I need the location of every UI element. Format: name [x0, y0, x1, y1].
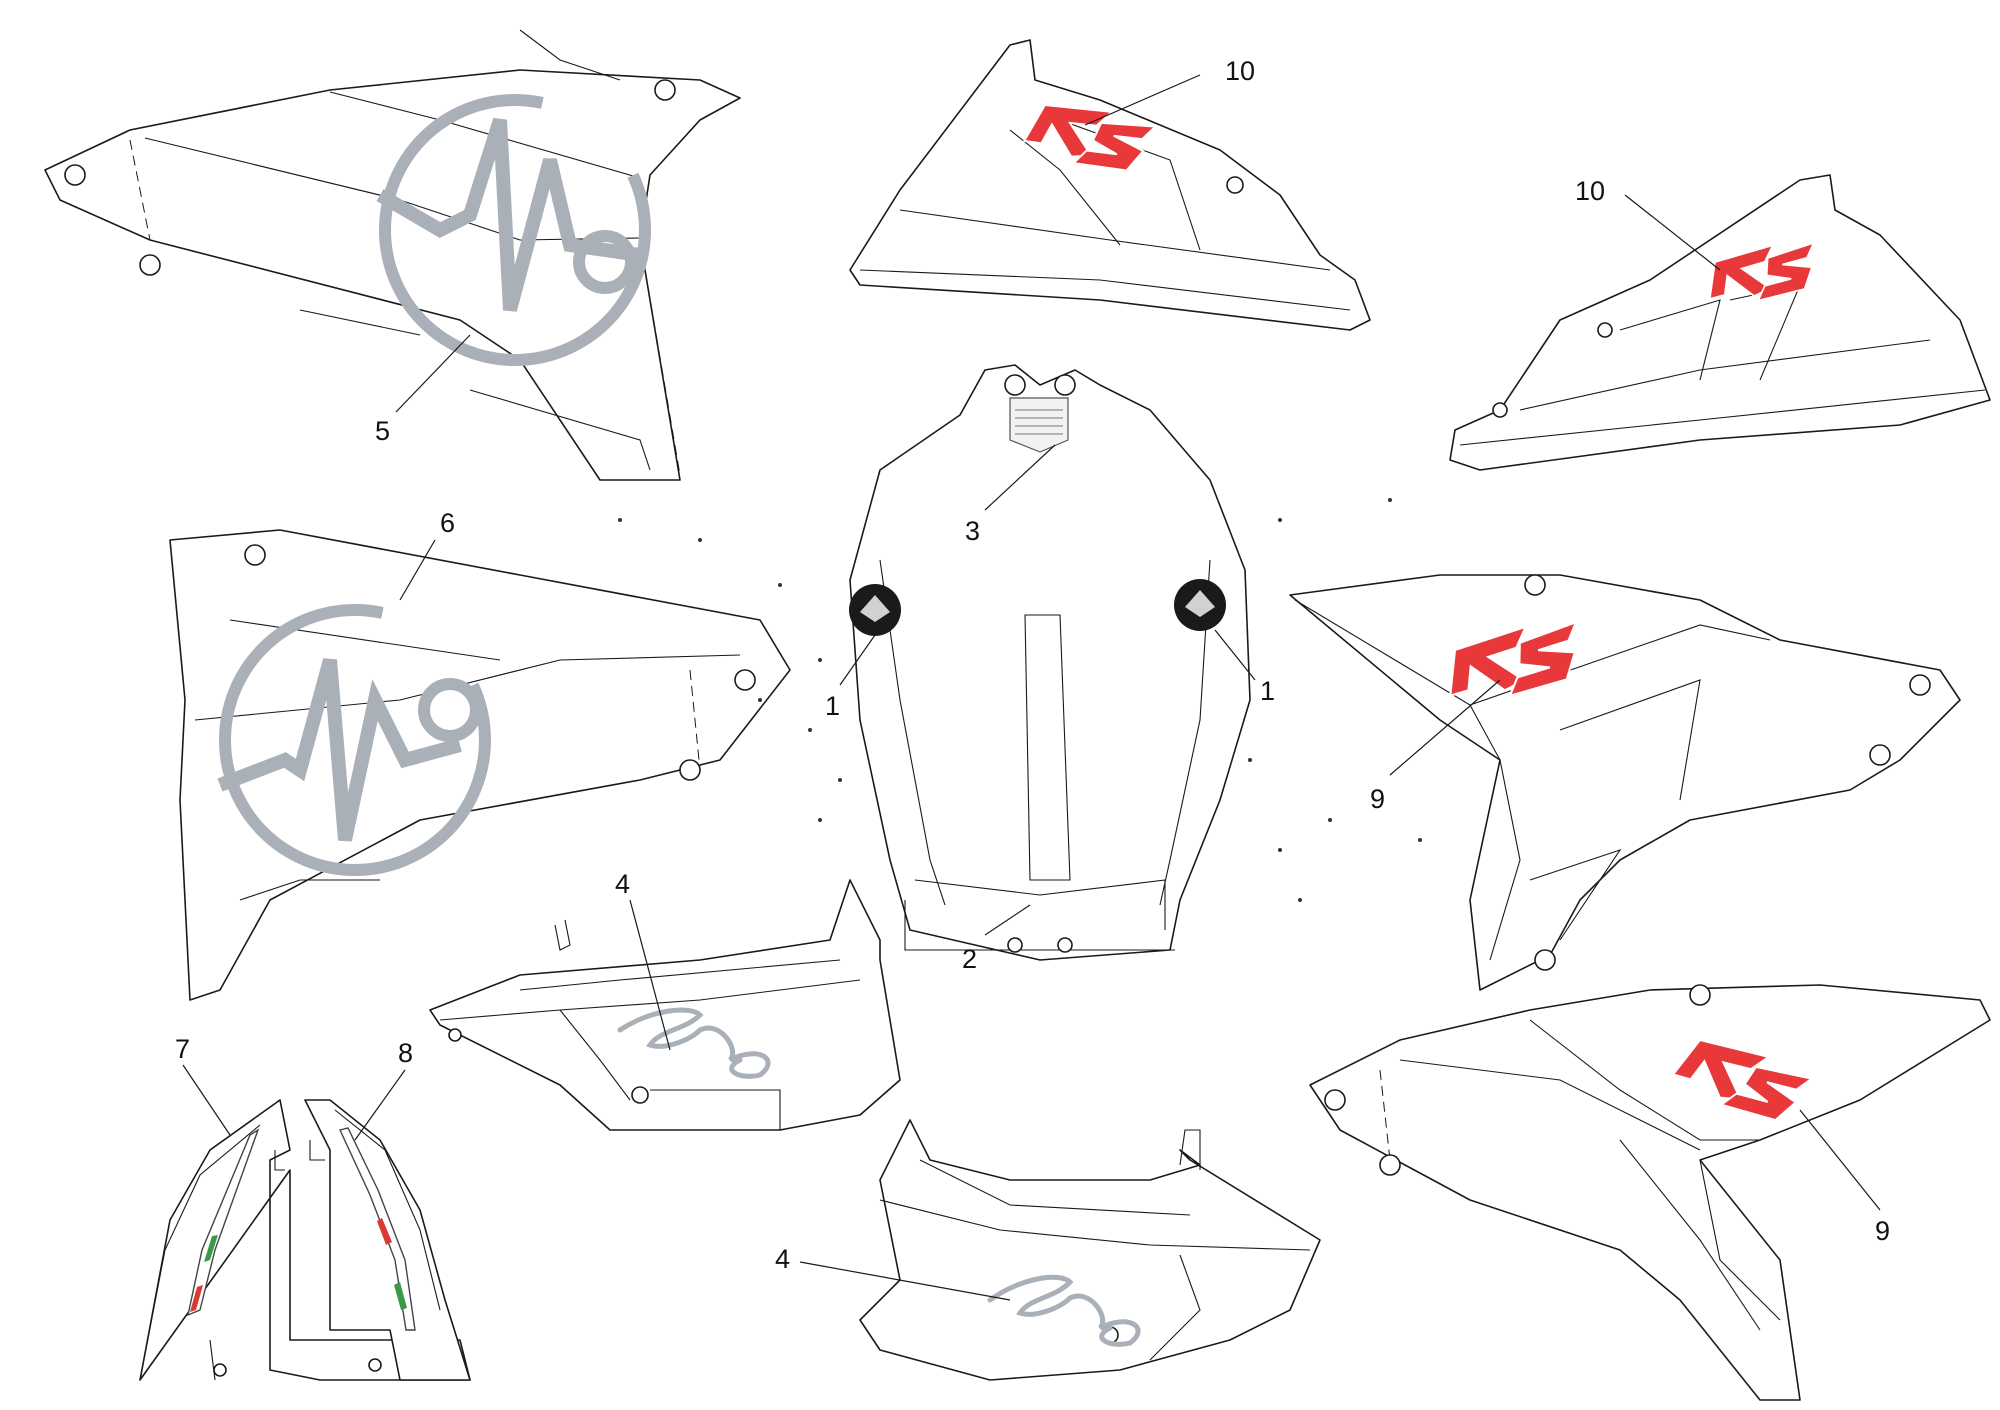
fork-cover-left — [139, 1099, 471, 1381]
round-badge-left — [849, 584, 901, 636]
callout-3: 3 — [965, 516, 980, 546]
callout-1-right: 1 — [1260, 676, 1275, 706]
callout-9-lower: 9 — [1875, 1216, 1890, 1246]
me-emblem-decal-6 — [217, 604, 491, 876]
emblem-e-5 — [573, 230, 637, 294]
round-badge-right — [1174, 579, 1226, 631]
callout-4-lower: 4 — [775, 1244, 790, 1274]
tricolore-stripe-7 — [187, 1128, 260, 1317]
tricolore-stripe-8 — [339, 1127, 416, 1331]
belly-pan-lower — [859, 1119, 1321, 1381]
right-side-panel-lower — [1309, 984, 1991, 1401]
callout-8: 8 — [398, 1038, 413, 1068]
emblem-pulse-5 — [376, 117, 641, 312]
ego-signature-decal-lower — [987, 1274, 1141, 1347]
ego-signature-decal-upper — [617, 1007, 771, 1079]
leader-lines — [182, 74, 1881, 1301]
callout-9-upper: 9 — [1370, 784, 1385, 814]
belly-pan-upper — [429, 879, 901, 1131]
callout-labels: 5 6 10 10 3 1 1 2 4 4 9 9 7 8 — [175, 56, 1890, 1274]
callout-4-upper: 4 — [615, 869, 630, 899]
emblem-e-6 — [418, 678, 482, 742]
callout-2: 2 — [962, 944, 977, 974]
emblem-ring-5 — [379, 94, 651, 366]
right-side-panel-upper — [1289, 574, 1961, 991]
callout-1-left: 1 — [825, 691, 840, 721]
callout-6: 6 — [440, 508, 455, 538]
upper-fairing-left — [849, 39, 1371, 331]
emblem-ring-6 — [219, 604, 491, 876]
warning-label-decal — [1009, 397, 1069, 453]
me-emblem-decal-5 — [376, 94, 651, 366]
tank-cover — [849, 364, 1251, 961]
callout-10-right: 10 — [1575, 176, 1605, 206]
callout-7: 7 — [175, 1034, 190, 1064]
callout-10-top: 10 — [1225, 56, 1255, 86]
callout-5: 5 — [375, 416, 390, 446]
upper-fairing-right — [1449, 174, 1991, 471]
emblem-pulse-6 — [217, 658, 462, 842]
